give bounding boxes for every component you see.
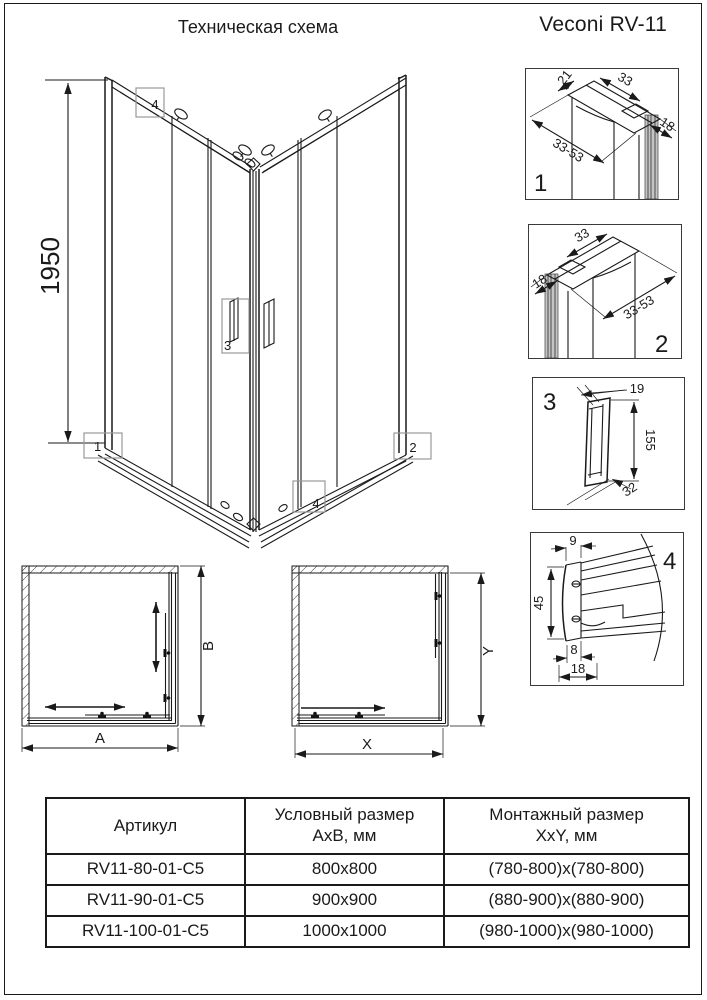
detail-4-dim-9: 9 [569, 533, 576, 548]
cell-mounting: (880-900)x(880-900) [443, 884, 690, 917]
detail-2-dim-18: 18 [529, 271, 549, 291]
height-dimension-label: 1950 [35, 237, 65, 295]
table-row: RV11-100-01-C5 1000x1000 (980-1000)x(980… [45, 915, 690, 948]
plan-left-walls [21, 565, 179, 727]
plan-left-dimensions: A B [21, 565, 217, 752]
plan-right-rollers [311, 592, 442, 719]
callout-top-rail: 4 [151, 97, 158, 112]
cell-nominal: 900x900 [244, 884, 445, 917]
cell-articul: RV11-100-01-C5 [45, 915, 246, 948]
plan-view-left: A B [21, 565, 217, 752]
table-row: RV11-90-01-C5 900x900 (880-900)x(880-900… [45, 884, 690, 917]
detail-4-wall-profile: 9 45 8 18 4 [530, 532, 684, 686]
plan-left-slide-arrows [45, 602, 160, 711]
detail-3-drawing [566, 384, 639, 506]
detail-4-dim-45: 45 [531, 596, 546, 610]
detail-2-drawing [530, 233, 678, 358]
header-articul: Артикул [45, 797, 246, 855]
detail-3-handle: 19 155 32 3 [532, 377, 685, 510]
detail-4-dim-8: 8 [570, 642, 577, 657]
main-isometric-drawing: 1950 4 3 1 2 4 [35, 74, 432, 549]
detail-4-drawing [547, 533, 667, 682]
cell-articul: RV11-80-01-C5 [45, 853, 246, 886]
cell-nominal: 1000x1000 [244, 915, 445, 948]
detail-4-label: 4 [663, 548, 676, 575]
plan-left-height-label: B [200, 641, 217, 651]
door-handles [229, 297, 275, 349]
callout-bottom-left: 1 [94, 439, 101, 454]
plan-view-right: X Y [291, 565, 497, 758]
detail-2-label: 2 [655, 331, 668, 358]
plan-left-frame [22, 566, 179, 727]
plan-right-height-label: Y [480, 646, 497, 656]
detail-3-label: 3 [543, 389, 556, 416]
bottom-rails [97, 447, 414, 549]
detail-1-dim-18: 18 [657, 114, 677, 134]
callout-boxes: 4 3 1 2 4 [83, 87, 432, 513]
detail-1-top-rail-profile: 21 33 33-53 18 1 [525, 68, 679, 200]
detail-1-drawing [529, 77, 677, 199]
corner-connectors [232, 151, 261, 532]
glass-panel-edges [171, 116, 338, 532]
detail-4-dim-18: 18 [571, 661, 585, 676]
cell-mounting: (780-800)x(780-800) [443, 853, 690, 886]
callout-handle: 3 [224, 338, 231, 353]
frame-profiles [104, 74, 407, 530]
top-rails [111, 77, 407, 174]
detail-2-dim-33: 33 [572, 225, 592, 245]
plan-left-rollers [98, 649, 171, 719]
page-title: Техническая схема [177, 17, 339, 37]
cell-mounting: (980-1000)x(980-1000) [443, 915, 690, 948]
plan-right-frame [292, 566, 449, 727]
callout-bottom-right: 2 [409, 440, 416, 455]
detail-2-top-rail-profile: 33 18 33-53 2 [528, 224, 682, 359]
plan-right-walls [291, 565, 449, 727]
plan-right-dimensions: X Y [294, 572, 497, 758]
cell-nominal: 800x800 [244, 853, 445, 886]
cell-articul: RV11-90-01-C5 [45, 884, 246, 917]
door-rollers [174, 108, 332, 512]
plan-left-width-label: A [95, 730, 105, 747]
height-dimension-1950: 1950 [35, 79, 108, 444]
detail-3-dim-32: 32 [619, 479, 639, 499]
table-row: RV11-80-01-C5 800x800 (780-800)x(780-800… [45, 853, 690, 886]
callout-bottom-rail: 4 [312, 496, 319, 511]
detail-1-dim-33-53: 33-53 [550, 135, 586, 165]
detail-1-dim-21: 21 [554, 68, 575, 88]
detail-3-dim-155: 155 [643, 429, 658, 451]
detail-1-dim-33: 33 [615, 69, 635, 89]
brand-model-title: Veconi RV-11 [539, 13, 667, 36]
page-border [4, 3, 702, 995]
detail-2-dim-33-53: 33-53 [621, 292, 657, 322]
detail-3-dim-19: 19 [630, 381, 644, 396]
detail-1-label: 1 [534, 170, 547, 197]
plan-right-width-label: X [362, 736, 372, 753]
